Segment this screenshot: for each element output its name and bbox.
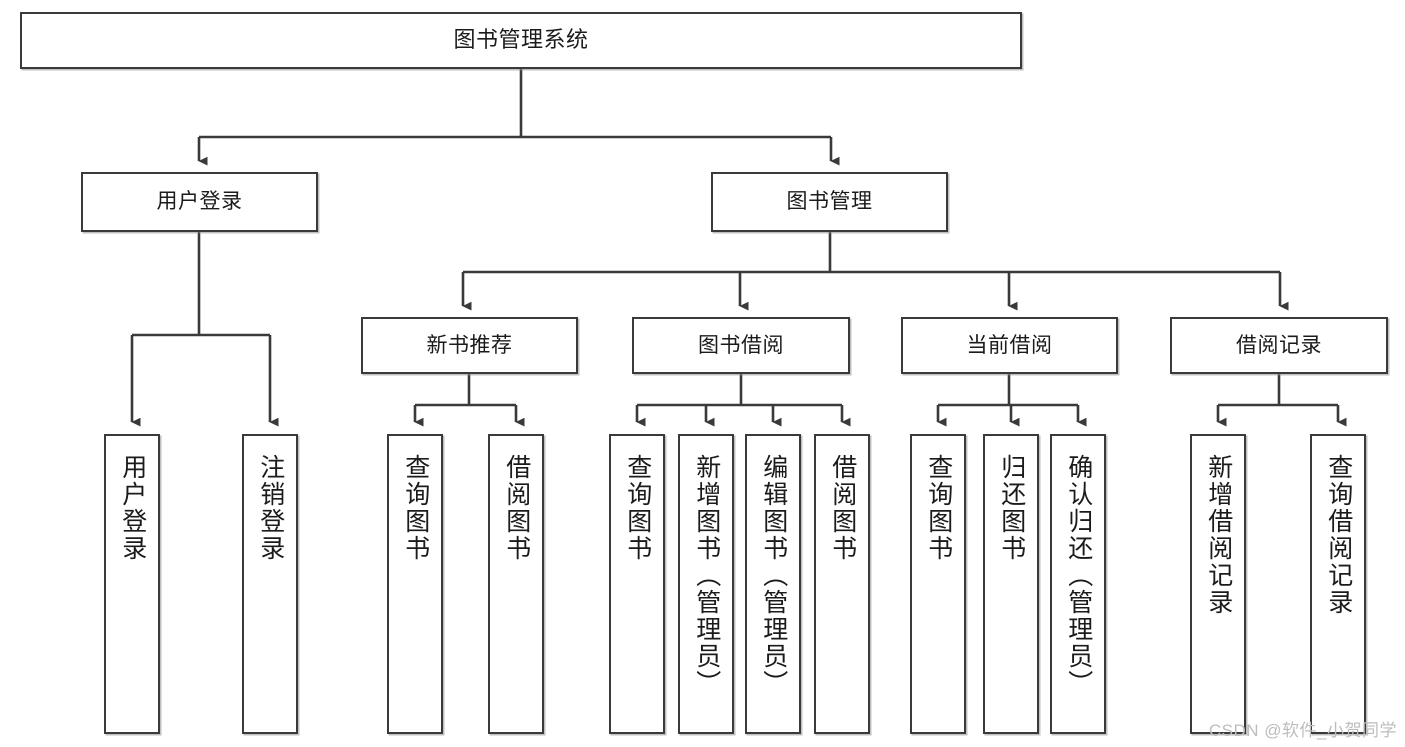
node-leaf-query-book-3[interactable]: 查询图书 xyxy=(910,434,966,734)
node-leaf-user-login[interactable]: 用户登录 xyxy=(104,434,160,734)
node-leaf-add-book[interactable]: 新增图书（管理员） xyxy=(678,434,734,734)
node-book-manage[interactable]: 图书管理 xyxy=(711,172,948,232)
node-new-book-recommend-label: 新书推荐 xyxy=(426,333,513,357)
node-user-login-label: 用户登录 xyxy=(156,190,243,214)
node-leaf-borrow-book-2[interactable]: 借阅图书 xyxy=(814,434,870,734)
node-leaf-return-book[interactable]: 归还图书 xyxy=(983,434,1039,734)
node-leaf-confirm-return[interactable]: 确认归还（管理员） xyxy=(1050,434,1106,734)
node-leaf-edit-book[interactable]: 编辑图书（管理员） xyxy=(745,434,801,734)
node-leaf-add-record[interactable]: 新增借阅记录 xyxy=(1190,434,1246,734)
node-leaf-confirm-return-label: 确认归还（管理员） xyxy=(1064,454,1093,697)
node-leaf-add-book-label: 新增图书（管理员） xyxy=(692,454,721,697)
node-current-borrow[interactable]: 当前借阅 xyxy=(901,317,1118,374)
node-leaf-add-record-label: 新增借阅记录 xyxy=(1204,454,1233,616)
node-book-borrow-label: 图书借阅 xyxy=(698,333,784,357)
node-book-manage-label: 图书管理 xyxy=(786,190,873,214)
node-leaf-edit-book-label: 编辑图书（管理员） xyxy=(759,454,788,697)
node-new-book-recommend[interactable]: 新书推荐 xyxy=(361,317,578,374)
node-borrow-record[interactable]: 借阅记录 xyxy=(1170,317,1388,374)
node-leaf-logout-label: 注销登录 xyxy=(256,454,285,562)
node-leaf-query-record[interactable]: 查询借阅记录 xyxy=(1310,434,1366,734)
node-leaf-borrow-book-1-label: 借阅图书 xyxy=(502,454,531,562)
node-leaf-user-login-label: 用户登录 xyxy=(118,454,147,562)
node-book-borrow[interactable]: 图书借阅 xyxy=(632,317,850,374)
node-leaf-query-book-3-label: 查询图书 xyxy=(924,454,953,562)
node-user-login[interactable]: 用户登录 xyxy=(81,172,318,232)
node-leaf-query-book-1[interactable]: 查询图书 xyxy=(387,434,443,734)
node-leaf-return-book-label: 归还图书 xyxy=(997,454,1026,562)
node-leaf-query-book-2-label: 查询图书 xyxy=(623,454,652,562)
node-root[interactable]: 图书管理系统 xyxy=(20,12,1022,69)
node-leaf-logout[interactable]: 注销登录 xyxy=(242,434,298,734)
node-current-borrow-label: 当前借阅 xyxy=(966,333,1053,357)
node-leaf-query-book-2[interactable]: 查询图书 xyxy=(609,434,665,734)
node-leaf-borrow-book-1[interactable]: 借阅图书 xyxy=(488,434,544,734)
node-borrow-record-label: 借阅记录 xyxy=(1236,333,1322,357)
node-leaf-query-record-label: 查询借阅记录 xyxy=(1324,454,1353,616)
node-leaf-query-book-1-label: 查询图书 xyxy=(401,454,430,562)
node-leaf-borrow-book-2-label: 借阅图书 xyxy=(828,454,857,562)
node-root-label: 图书管理系统 xyxy=(453,27,589,53)
